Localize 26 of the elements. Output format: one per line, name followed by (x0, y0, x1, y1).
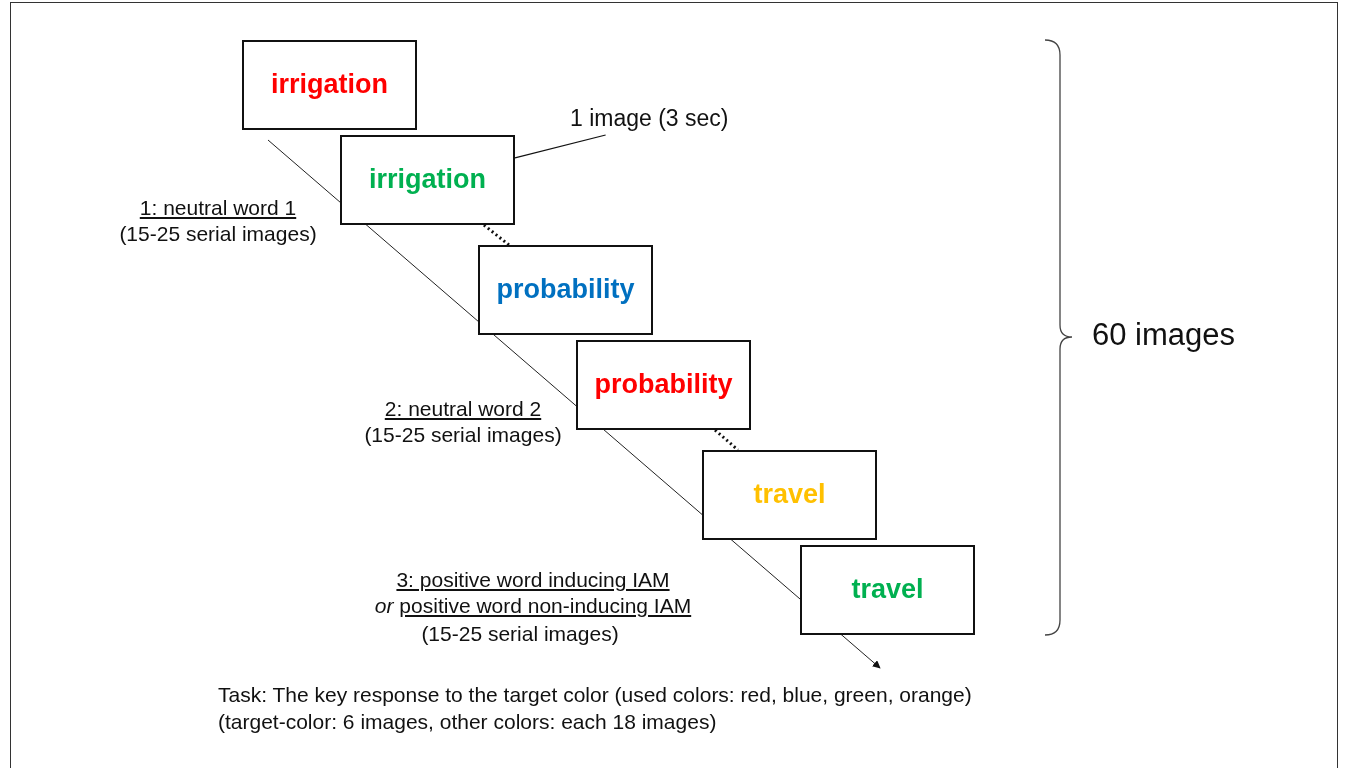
section-heading: 1: neutral word 1 (139, 196, 297, 220)
section-heading: 2: neutral word 2 (384, 397, 542, 421)
leader-line (514, 134, 607, 159)
image-count-note: (15-25 serial images) (119, 222, 317, 246)
stimulus-word: irrigation (270, 69, 389, 100)
dotted-line (714, 428, 739, 452)
section-heading: 3: positive word inducing IAM (396, 568, 670, 592)
total-count-label: 60 images (1092, 317, 1236, 353)
stimulus-card (800, 545, 975, 635)
stimulus-card (702, 450, 877, 540)
stimulus-card (242, 40, 417, 130)
stimulus-card (576, 340, 751, 430)
image-count-note: (15-25 serial images) (364, 423, 562, 447)
task-description: (target-color: 6 images, other colors: each 18 images) (218, 710, 717, 734)
task-description: Task: The key response to the target color (used colors: red, blue, green, orange) (218, 683, 972, 707)
dotted-line (483, 223, 510, 247)
section-heading: or positive word non-inducing IAM (374, 594, 692, 618)
stimulus-card (478, 245, 653, 335)
image-count-note: (15-25 serial images) (421, 622, 619, 646)
stimulus-word: travel (850, 574, 925, 605)
stimulus-word: probability (593, 369, 734, 400)
duration-note: 1 image (3 sec) (570, 105, 729, 132)
stimulus-word: probability (495, 274, 636, 305)
stimulus-word: irrigation (368, 164, 487, 195)
stimulus-card (340, 135, 515, 225)
stimulus-word: travel (752, 479, 827, 510)
